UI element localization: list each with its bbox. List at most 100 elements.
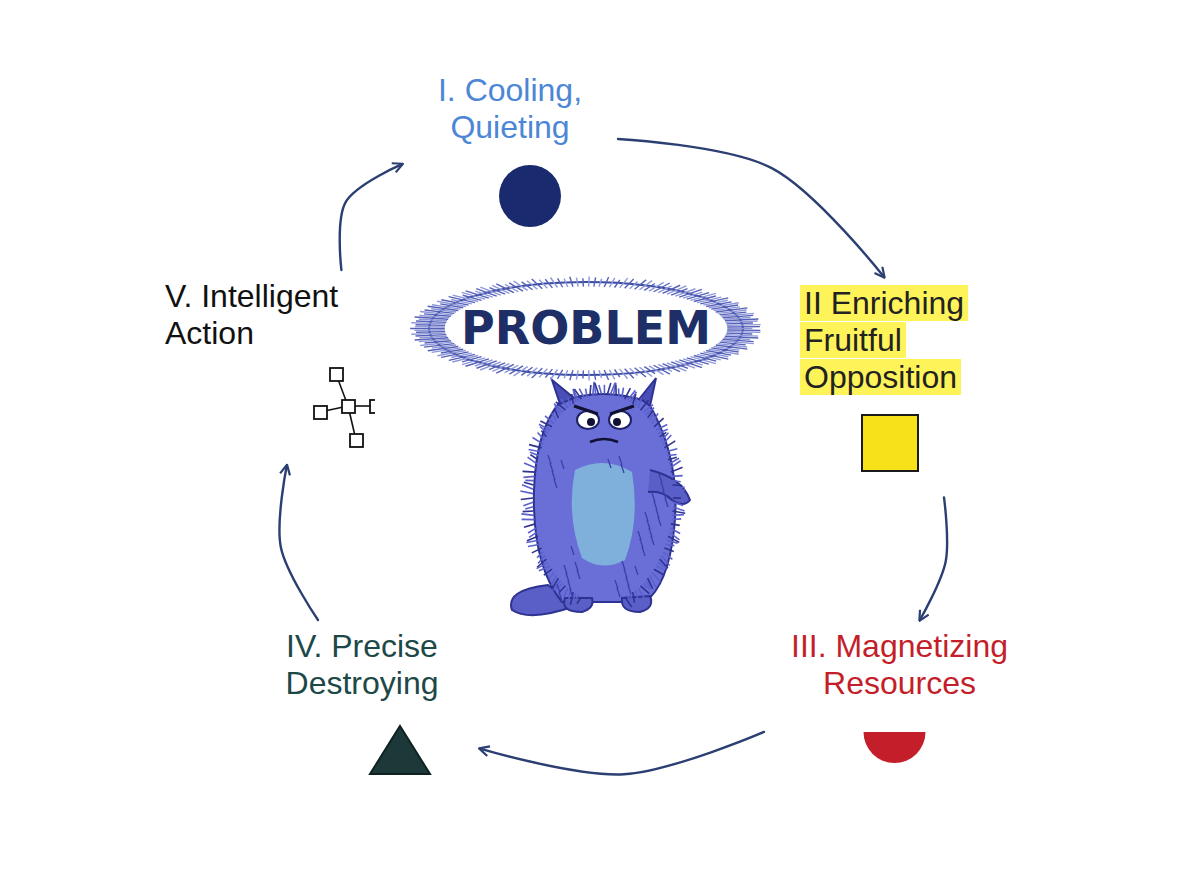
fuzz-stroke (521, 514, 534, 515)
stage-label: V. Intelligent Action (165, 278, 375, 352)
circle-symbol (410, 156, 610, 240)
fuzz-stroke (604, 385, 606, 394)
oval-fuzz (615, 279, 620, 287)
circle-symbol-shape (499, 165, 561, 227)
fuzz-stroke (666, 544, 675, 545)
fuzz-stroke (528, 528, 536, 533)
fuzz-stroke (670, 528, 680, 533)
monster-pupil (587, 418, 595, 426)
monster-body (534, 394, 676, 602)
stage-label: III. Magnetizing Resources (772, 628, 1027, 702)
fuzz-stroke (528, 544, 540, 546)
fuzz-stroke (529, 445, 542, 448)
oval-fuzz (620, 369, 628, 379)
oval-fuzz (527, 367, 537, 375)
oval-fuzz (551, 277, 558, 287)
fuzz-stroke (651, 536, 654, 545)
half-symbol (772, 712, 1027, 796)
half-disc-shape (864, 732, 926, 763)
fuzz-stroke (671, 518, 681, 520)
fuzz-stroke (635, 566, 638, 575)
fuzz-stroke (568, 398, 571, 406)
oval-fuzz (411, 333, 445, 334)
fuzz-stroke (532, 548, 542, 553)
fuzz-stroke (524, 482, 534, 485)
fuzz-stroke (671, 467, 683, 472)
fuzz-stroke (671, 524, 680, 526)
fuzz-stroke (647, 520, 650, 529)
oval-fuzz (416, 330, 445, 332)
fuzz-stroke (586, 389, 587, 397)
fuzz-stroke (522, 519, 535, 521)
fuzz-stroke (667, 454, 677, 455)
oval-fuzz (658, 364, 672, 371)
oval-fuzz (658, 285, 671, 292)
fuzz-stroke (673, 489, 685, 493)
oval-fuzz (570, 276, 573, 286)
fuzz-stroke (638, 588, 645, 599)
fuzz-stroke (665, 498, 668, 507)
stage-label: I. Cooling, Quieting (410, 72, 610, 146)
fuzz-stroke (638, 531, 641, 540)
fuzz-stroke (523, 476, 534, 479)
fuzz-stroke (673, 507, 685, 511)
fuzz-stroke (608, 459, 611, 468)
network-square (342, 400, 355, 413)
fuzz-stroke (549, 572, 554, 579)
oval-fuzz (558, 278, 563, 287)
oval-fuzz (727, 325, 760, 327)
fuzz-stroke (570, 589, 573, 598)
oval-fuzz (727, 329, 760, 331)
fuzz-stroke (595, 383, 599, 394)
fuzz-stroke (652, 493, 655, 502)
monster-pupil (613, 418, 621, 426)
fuzz-stroke (552, 471, 555, 480)
monster-brow (574, 406, 634, 414)
oval-fuzz (588, 276, 590, 286)
fuzz-stroke (561, 460, 564, 469)
cycle-arrow (279, 466, 318, 620)
oval-fuzz (570, 370, 573, 380)
monster-fuzz (520, 382, 685, 607)
fuzz-stroke (654, 418, 664, 427)
fuzz-stroke (615, 385, 617, 396)
fuzz-stroke (572, 394, 573, 404)
fuzz-stroke (619, 456, 622, 465)
oval-fuzz (564, 278, 568, 287)
fuzz-stroke (624, 569, 627, 578)
fuzz-stroke (656, 425, 667, 430)
oval-fuzz (609, 369, 614, 379)
triangle-symbol (252, 712, 472, 796)
fuzz-stroke (661, 482, 664, 491)
stage-label: II Enriching Fruitful Opposition (800, 285, 1000, 395)
fuzz-stroke (522, 471, 535, 473)
fuzz-stroke (568, 590, 570, 602)
oval-fuzz (599, 370, 601, 378)
fuzz-stroke (652, 572, 660, 581)
triangle-symbol-shape (370, 726, 430, 774)
fuzz-stroke (670, 461, 681, 468)
fuzz-stroke (667, 540, 678, 543)
cycle-arrow (920, 497, 947, 620)
oval-fuzz (615, 369, 620, 376)
fuzz-stroke (663, 435, 671, 444)
fuzz-stroke (559, 586, 565, 592)
fuzz-stroke (615, 580, 618, 589)
fuzz-stroke (523, 510, 534, 512)
fuzz-stroke (610, 383, 615, 395)
stage-node: IV. Precise Destroying (252, 628, 472, 796)
fuzz-stroke (635, 590, 638, 602)
fuzz-stroke (525, 480, 534, 482)
fuzz-stroke (666, 449, 678, 452)
fuzz-stroke (673, 497, 681, 499)
fuzz-stroke (564, 588, 568, 597)
fuzz-stroke (618, 388, 620, 396)
fuzz-stroke (557, 584, 560, 593)
oval-fuzz (545, 279, 552, 288)
oval-fuzz (727, 323, 761, 325)
fuzz-stroke (672, 484, 682, 486)
oval-fuzz (594, 370, 596, 380)
fuzz-stroke (544, 569, 552, 575)
